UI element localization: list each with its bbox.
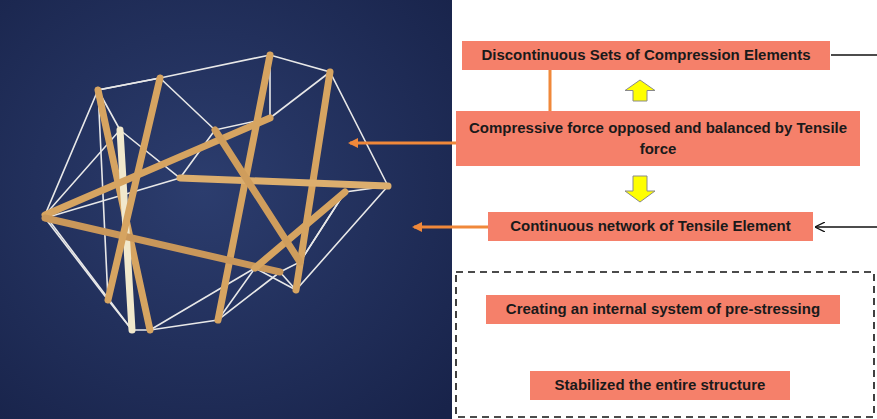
block-arrow: [625, 176, 655, 202]
compression-struts: [45, 55, 388, 330]
leader-line: [816, 226, 877, 227]
leader-line: [831, 54, 877, 55]
block-arrow: [625, 80, 655, 101]
dashed-bracket: [456, 272, 874, 417]
text-box: Continuous network of Tensile Element: [488, 212, 813, 241]
text-box: Compressive force opposed and balanced b…: [456, 111, 860, 166]
text-box: Stabilized the entire structure: [530, 371, 790, 400]
photo-background: [0, 0, 452, 419]
tension-strings: [45, 55, 388, 330]
text-box: Creating an internal system of pre-stres…: [486, 295, 840, 324]
leader-line: [414, 226, 488, 229]
box-label: Creating an internal system of pre-stres…: [506, 299, 820, 319]
text-box: Discontinuous Sets of Compression Elemen…: [462, 41, 830, 70]
box-label: Discontinuous Sets of Compression Elemen…: [481, 45, 810, 65]
box-label: Stabilized the entire structure: [555, 375, 766, 395]
box-label: Compressive force opposed and balanced b…: [464, 118, 852, 159]
box-label: Continuous network of Tensile Element: [510, 216, 791, 236]
